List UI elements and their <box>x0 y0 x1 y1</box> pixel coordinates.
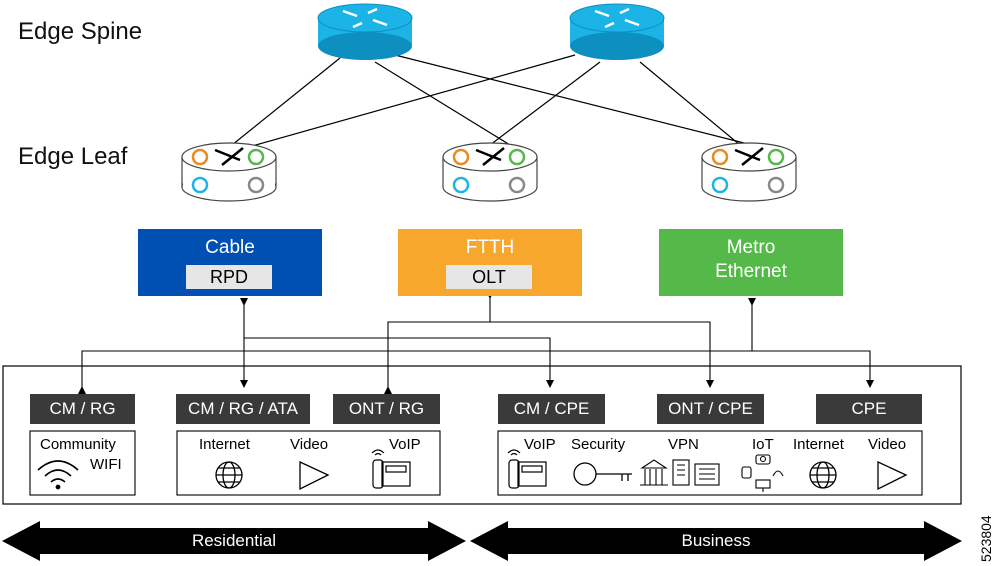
phone-icon <box>371 449 411 489</box>
figure-id: 523804 <box>978 515 994 562</box>
video-label: Video <box>290 436 329 453</box>
spine-router-2-icon <box>569 3 665 60</box>
security-label: Security <box>571 436 626 453</box>
voip-label: VoIP <box>389 436 421 453</box>
olt-label: OLT <box>446 265 532 289</box>
buildings-icon <box>640 459 720 486</box>
metro-access-box: Metro Ethernet <box>659 229 843 296</box>
play-icon <box>299 460 330 491</box>
wifi-label: WIFI <box>90 456 122 473</box>
ftth-title: FTTH <box>465 237 515 258</box>
leaf-tier-label: Edge Leaf <box>18 143 128 170</box>
leaf-router-1-icon <box>181 142 277 202</box>
device-cpe: CPE <box>816 394 922 424</box>
device-cm-rg-ata: CM / RG / ATA <box>176 394 310 424</box>
leaf-router-2-icon <box>442 142 538 202</box>
internet-label: Internet <box>199 436 250 453</box>
cable-title: Cable <box>205 237 255 258</box>
business-video-label: Video <box>868 436 907 453</box>
device-cm-rg: CM / RG <box>30 394 135 424</box>
metro-title: Metro <box>726 237 776 258</box>
globe-icon <box>215 461 243 489</box>
business-voip-label: VoIP <box>524 436 556 453</box>
ftth-access-box: FTTH OLT <box>398 229 582 296</box>
globe-business-icon <box>809 461 837 489</box>
iot-label: IoT <box>752 436 774 453</box>
spine-router-1-icon <box>317 3 413 60</box>
vpn-label: VPN <box>668 436 699 453</box>
iot-icon <box>741 454 784 492</box>
spine-leaf-links <box>231 54 753 149</box>
cable-access-box: Cable RPD <box>138 229 322 296</box>
device-ont-rg: ONT / RG <box>333 394 440 424</box>
service-box-3 <box>497 430 923 496</box>
device-cm-cpe: CM / CPE <box>498 394 605 424</box>
play-business-icon <box>877 460 908 491</box>
residential-arrow <box>2 521 466 561</box>
spine-tier-label: Edge Spine <box>18 18 143 45</box>
business-internet-label: Internet <box>793 436 844 453</box>
rpd-label: RPD <box>186 265 272 289</box>
community-label: Community <box>40 436 116 453</box>
access-links <box>78 291 874 394</box>
voip-phone-icon <box>507 449 547 489</box>
leaf-router-3-icon <box>701 142 797 202</box>
business-arrow <box>470 521 962 561</box>
metro-title-2: Ethernet <box>715 261 787 282</box>
business-label: Business <box>681 531 751 550</box>
key-icon <box>573 462 632 486</box>
device-ont-cpe: ONT / CPE <box>657 394 764 424</box>
wifi-icon <box>37 460 79 490</box>
customer-premises-container <box>2 365 962 505</box>
residential-label: Residential <box>191 531 277 550</box>
